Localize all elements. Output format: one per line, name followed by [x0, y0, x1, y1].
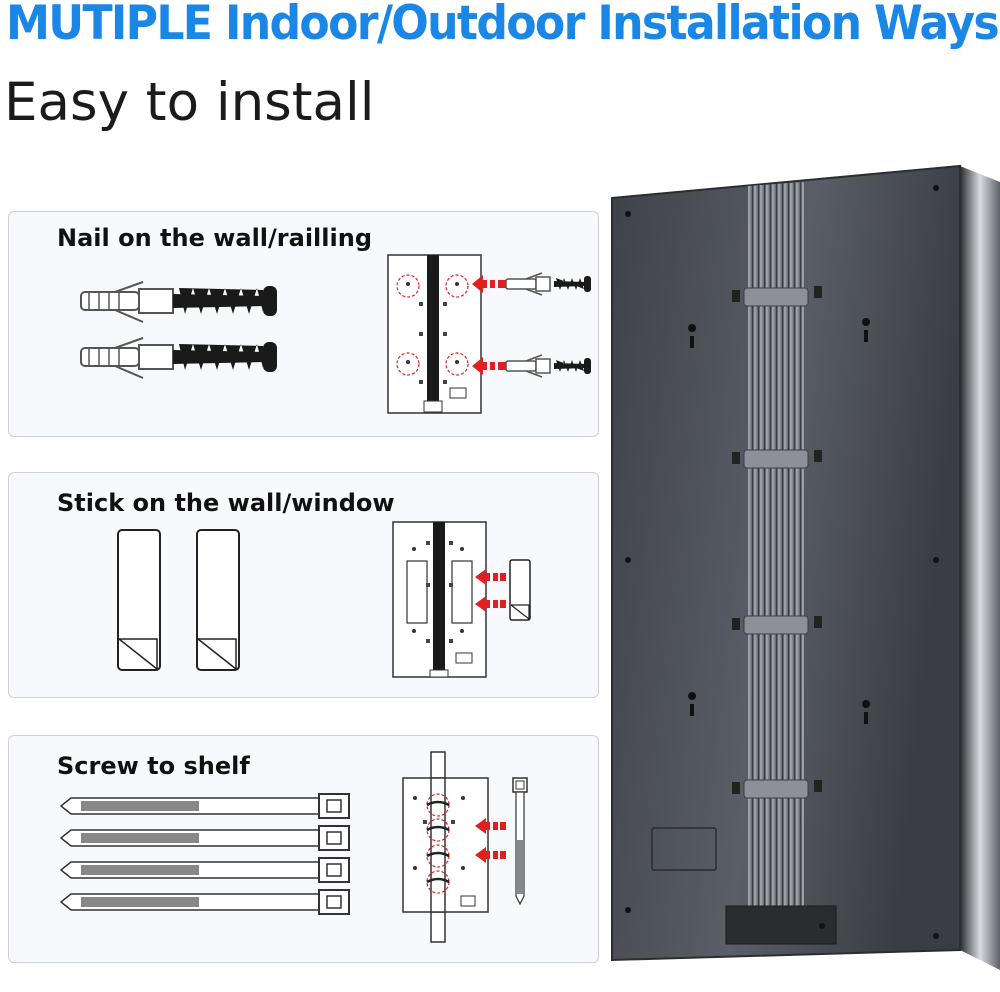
adhesive-strip-icon [196, 529, 240, 671]
adhesive-strip-pair-illustration [117, 529, 240, 671]
device-bottom-port [725, 905, 837, 945]
device-back-diagram-stick [392, 521, 487, 678]
keyhole-slot-icon [862, 318, 871, 342]
device-label-plate [651, 827, 717, 871]
cable-tie-icon [59, 857, 350, 883]
cable-tie-icon [59, 825, 350, 851]
device-strap [743, 287, 809, 307]
red-arrow-icon [472, 357, 506, 375]
adhesive-strip-icon [509, 559, 531, 621]
panel-shelf: Screw to shelf [8, 735, 599, 963]
headline: MUTIPLE Indoor/Outdoor Installation Ways [6, 0, 1000, 51]
device-cable-channel [748, 182, 804, 932]
small-anchor-screw-icon [505, 354, 591, 378]
cable-tie-icon [59, 889, 350, 915]
keyhole-slot-icon [688, 324, 697, 348]
device-side-edge [960, 166, 1000, 970]
keyhole-slot-icon [862, 700, 871, 724]
adhesive-strip-icon [117, 529, 161, 671]
anchor-screw-pair-illustration [80, 281, 277, 379]
red-arrow-icon [475, 818, 506, 834]
anchor-screw-illustration [80, 337, 277, 379]
device-back-panel-render [611, 164, 1000, 970]
device-strap [743, 615, 809, 635]
panel-shelf-title: Screw to shelf [57, 752, 250, 780]
panel-stick: Stick on the wall/window [8, 472, 599, 698]
red-arrow-icon [475, 847, 506, 863]
red-arrow-icon [475, 569, 506, 585]
anchor-screw-illustration [80, 281, 277, 323]
panel-stick-title: Stick on the wall/window [57, 489, 395, 517]
cable-ties-illustration [59, 793, 350, 915]
device-strap [743, 779, 809, 799]
device-back-diagram-shelf [402, 751, 489, 943]
cable-tie-icon [59, 793, 350, 819]
subheadline: Easy to install [4, 72, 375, 133]
keyhole-slot-icon [688, 692, 697, 716]
small-anchor-screw-icon [505, 272, 591, 296]
vertical-cable-tie-icon [512, 777, 528, 906]
device-strap [743, 449, 809, 469]
red-arrow-icon [475, 596, 506, 612]
panel-nail: Nail on the wall/railling [8, 211, 599, 437]
red-arrow-icon [472, 275, 506, 293]
panel-nail-title: Nail on the wall/railling [57, 224, 372, 252]
device-back-diagram-nail [387, 254, 482, 414]
